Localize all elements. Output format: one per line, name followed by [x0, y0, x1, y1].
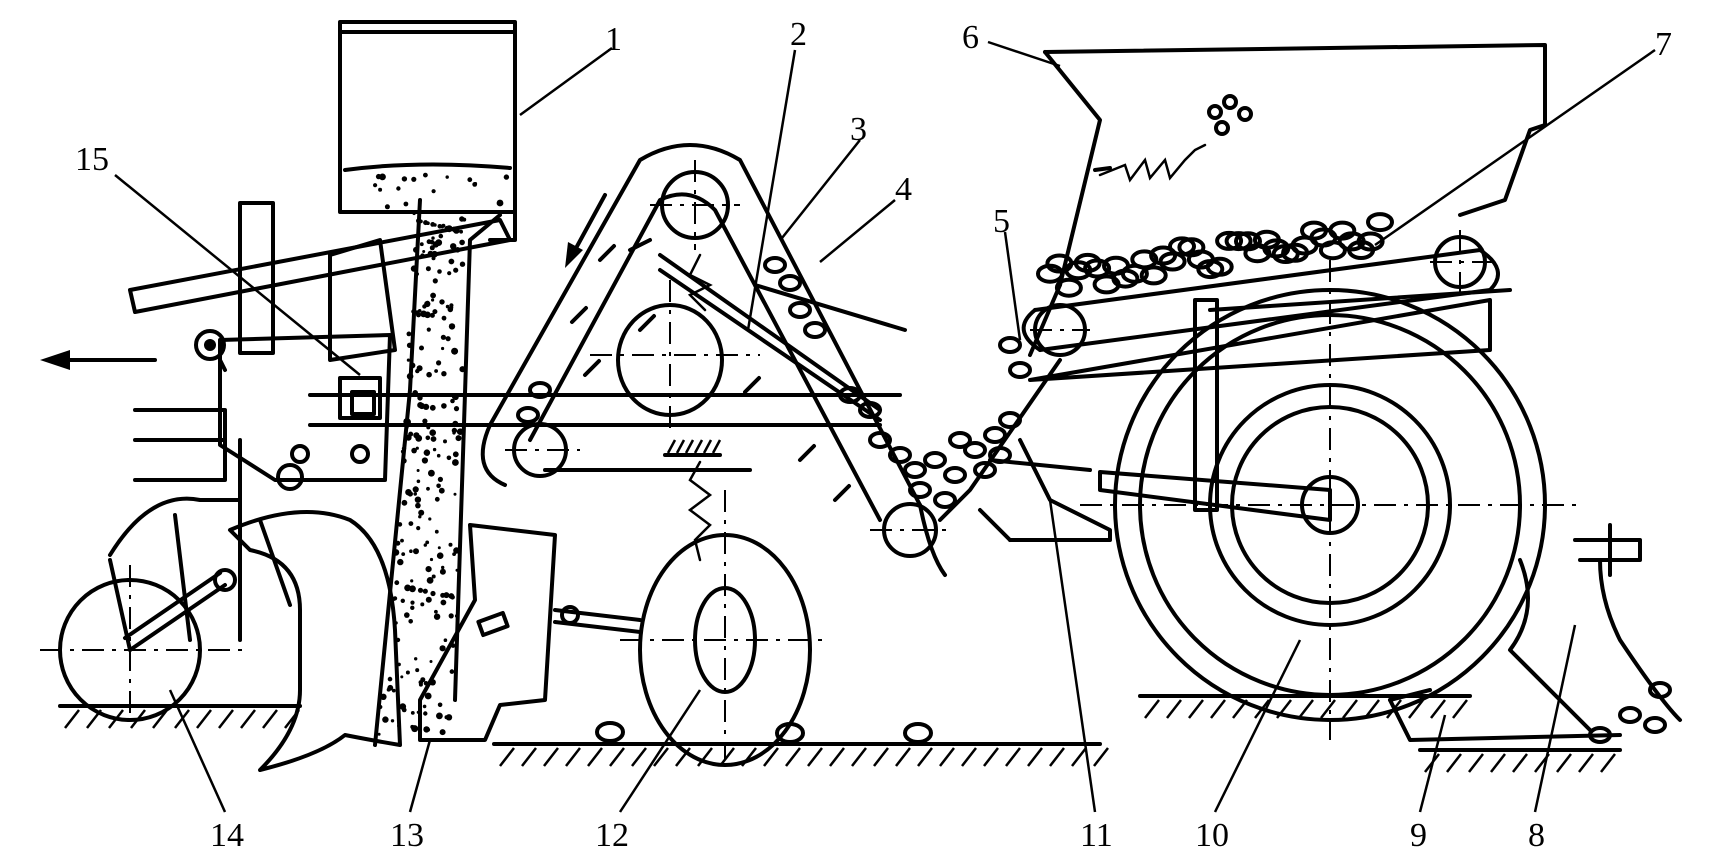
chain-elevator — [480, 143, 1022, 577]
label-15: 15 — [75, 141, 109, 178]
label-5: 5 — [993, 203, 1010, 240]
fertilizer-hopper — [338, 20, 517, 747]
travel-direction-arrow — [40, 350, 157, 370]
label-11: 11 — [1080, 817, 1113, 854]
label-9: 9 — [1410, 817, 1427, 854]
furrow-opener — [228, 510, 402, 772]
label-1: 1 — [605, 21, 622, 58]
chain-direction-arrow — [565, 193, 607, 268]
label-2: 2 — [790, 16, 807, 53]
leader-lines — [114, 40, 1656, 813]
label-8: 8 — [1528, 817, 1545, 854]
frame-and-hitch — [128, 201, 902, 642]
ground-tubers — [595, 721, 933, 744]
furrow-shield — [418, 523, 557, 742]
covering-wheel — [40, 496, 250, 722]
label-10: 10 — [1195, 817, 1229, 854]
delivery-chute — [938, 336, 1112, 542]
part-labels: 1 2 3 4 5 6 7 8 9 10 11 12 13 14 15 — [75, 16, 1672, 854]
label-6: 6 — [962, 19, 979, 56]
label-7: 7 — [1655, 26, 1672, 63]
label-4: 4 — [895, 171, 912, 208]
label-3: 3 — [850, 111, 867, 148]
covering-disc — [1508, 523, 1682, 744]
label-12: 12 — [595, 817, 629, 854]
seed-tuber-hopper — [1028, 43, 1547, 357]
drive-wheel — [1080, 260, 1580, 740]
label-13: 13 — [390, 817, 424, 854]
label-14: 14 — [210, 817, 244, 854]
gauge-wheel — [553, 439, 830, 767]
seed-conveyor — [1021, 212, 1500, 382]
